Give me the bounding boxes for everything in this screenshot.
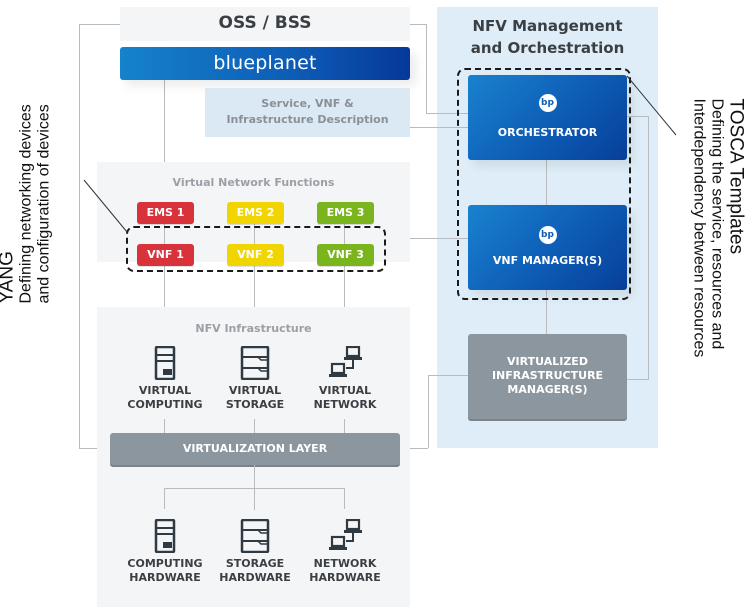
connector-line: [426, 113, 468, 114]
server-icon: [154, 518, 176, 554]
tosca-annotation: TOSCA Templates Defining the service, re…: [690, 99, 747, 439]
storage-hardware-line-1: STORAGE: [225, 557, 285, 570]
connector-line: [410, 127, 468, 128]
virtual-network-line-1: VIRTUAL: [318, 384, 372, 397]
connector-line: [428, 375, 468, 376]
blueplanet-icon: bp: [538, 94, 557, 112]
connector-line: [546, 290, 547, 334]
network-hardware-line-2: HARDWARE: [309, 571, 381, 584]
vnf-section-title: Virtual Network Functions: [172, 176, 335, 189]
vnf-manager-label: VNF MANAGER(S): [492, 254, 603, 267]
connector-line: [254, 465, 255, 510]
virtual-network-line-2: NETWORK: [313, 398, 377, 411]
network-hardware-line-1: NETWORK: [313, 557, 377, 570]
computing-hardware[interactable]: COMPUTING HARDWARE: [115, 518, 215, 585]
storage-hardware-line-2: HARDWARE: [219, 571, 291, 584]
connector-line: [254, 419, 255, 433]
connector-line: [164, 419, 165, 433]
vim-box[interactable]: VIRTUALIZED INFRASTRUCTURE MANAGER(S): [468, 334, 627, 419]
yang-dashed-group: [126, 226, 386, 272]
connector-line: [164, 488, 345, 489]
tosca-title: TOSCA Templates: [725, 98, 747, 255]
ems-1-chip[interactable]: EMS 1: [137, 202, 194, 224]
yang-line-1: Defining networking devices: [17, 104, 35, 304]
virtual-storage-line-2: STORAGE: [225, 398, 285, 411]
description-line-2: Infrastructure Description: [226, 113, 389, 126]
vnf-1-chip[interactable]: VNF 1: [137, 244, 194, 266]
blueplanet-logo: blueplanet: [213, 52, 317, 74]
vnf-manager-box[interactable]: bp VNF MANAGER(S): [468, 205, 627, 290]
yang-title: YANG: [0, 251, 18, 304]
virtual-storage[interactable]: VIRTUAL STORAGE: [205, 345, 305, 412]
connector-line: [426, 24, 427, 113]
yang-annotation: YANG Defining networking devices and con…: [0, 24, 54, 304]
nfvi-section-title: NFV Infrastructure: [195, 322, 312, 335]
orchestrator-label: ORCHESTRATOR: [497, 126, 598, 139]
description-line-1: Service, VNF &: [261, 97, 354, 110]
storage-icon: [240, 518, 270, 554]
connector-line: [164, 80, 165, 162]
virtual-computing-line-2: COMPUTING: [127, 398, 203, 411]
connector-line: [428, 375, 429, 448]
connector-line: [546, 160, 547, 205]
storage-icon: [240, 345, 270, 381]
description-box[interactable]: Service, VNF & Infrastructure Descriptio…: [205, 88, 410, 137]
blueplanet-banner[interactable]: blueplanet: [120, 47, 410, 80]
tosca-line-2: Interdependency between resources: [690, 98, 708, 358]
connector-line: [627, 379, 649, 380]
connector-line: [79, 448, 110, 449]
tosca-dashed-group: [457, 68, 631, 300]
oss-bss-title: OSS / BSS: [218, 13, 312, 33]
connector-line: [400, 448, 428, 449]
computing-hardware-line-2: HARDWARE: [129, 571, 201, 584]
connector-line: [164, 488, 165, 509]
vnf-2-chip[interactable]: VNF 2: [227, 244, 284, 266]
mano-title-line-1: NFV Management: [472, 17, 623, 35]
ems-3-chip[interactable]: EMS 3: [317, 202, 374, 224]
connector-line: [648, 116, 649, 380]
virtual-computing[interactable]: VIRTUAL COMPUTING: [115, 345, 215, 412]
network-icon: [329, 345, 362, 377]
connector-line: [344, 419, 345, 433]
storage-hardware[interactable]: STORAGE HARDWARE: [205, 518, 305, 585]
virtual-computing-line-1: VIRTUAL: [138, 384, 192, 397]
virtualization-layer[interactable]: VIRTUALIZATION LAYER: [110, 433, 400, 465]
server-icon: [154, 345, 176, 381]
network-hardware[interactable]: NETWORK HARDWARE: [295, 518, 395, 585]
yang-line-2: and configuration of devices: [35, 104, 53, 304]
tosca-line-1: Defining the service, resources and: [708, 98, 726, 350]
ems-2-chip[interactable]: EMS 2: [227, 202, 284, 224]
virtual-storage-line-1: VIRTUAL: [228, 384, 282, 397]
blueplanet-icon: bp: [538, 226, 557, 244]
vnf-3-chip[interactable]: VNF 3: [317, 244, 374, 266]
vim-line-1: VIRTUALIZED: [507, 355, 588, 368]
connector-line: [79, 24, 80, 448]
virtual-network[interactable]: VIRTUAL NETWORK: [295, 345, 395, 412]
computing-hardware-line-1: COMPUTING: [127, 557, 203, 570]
connector-line: [410, 24, 426, 25]
connector-line: [344, 488, 345, 509]
oss-bss-panel: [120, 7, 410, 41]
orchestrator-box[interactable]: bp ORCHESTRATOR: [468, 75, 627, 160]
connector-line: [400, 238, 468, 239]
vim-line-2: INFRASTRUCTURE: [491, 369, 604, 382]
vim-line-3: MANAGER(S): [507, 383, 588, 396]
network-icon: [329, 518, 362, 550]
connector-line: [79, 24, 120, 25]
mano-title-line-2: and Orchestration: [470, 39, 625, 57]
